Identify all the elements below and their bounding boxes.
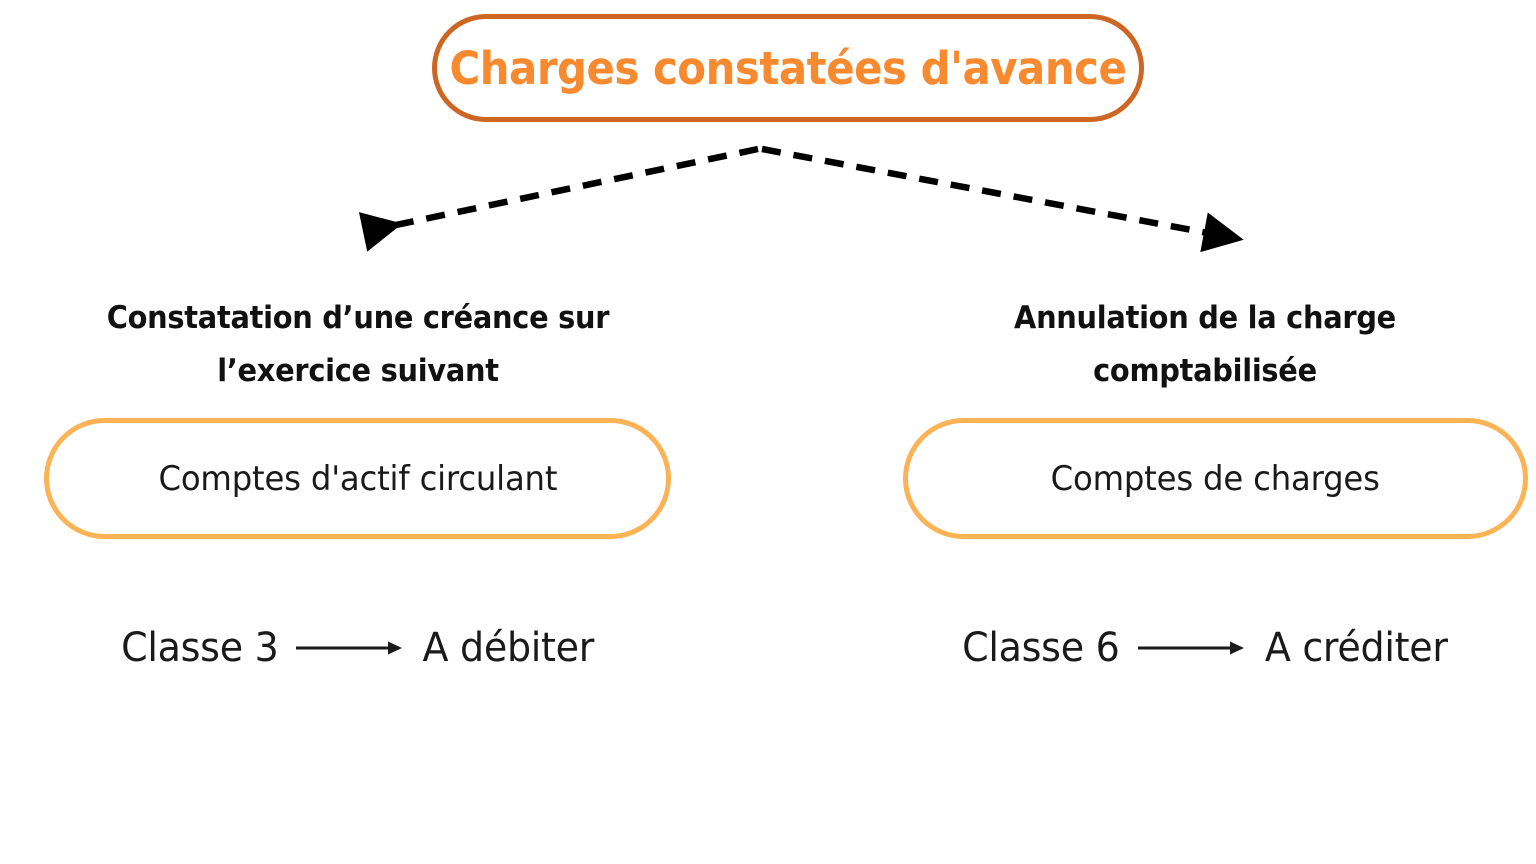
account-pill-right-label: Comptes de charges <box>1050 458 1381 499</box>
account-pill-left-label: Comptes d'actif circulant <box>158 458 557 499</box>
page-title: Charges constatées d'avance <box>449 41 1127 95</box>
rule-arrow-left-icon <box>296 641 403 655</box>
rule-arrow-right-icon <box>1137 641 1244 655</box>
class-rule-right: Classe 6 A créditer <box>890 608 1520 688</box>
class-label-left: Classe 3 <box>121 625 279 671</box>
operation-label-left: A débiter <box>423 625 595 671</box>
class-rule-left: Classe 3 A débiter <box>28 608 688 688</box>
connector-right <box>761 145 1244 253</box>
account-pill-right: Comptes de charges <box>903 418 1528 539</box>
account-pill-left: Comptes d'actif circulant <box>44 418 671 539</box>
title-pill: Charges constatées d'avance <box>432 14 1144 122</box>
connector-left <box>358 145 759 252</box>
class-label-right: Classe 6 <box>962 625 1120 671</box>
branch-heading-left: Constatation d’une créance sur l’exercic… <box>106 300 610 389</box>
operation-label-right: A créditer <box>1264 625 1448 671</box>
branch-heading-right: Annulation de la charge comptabilisée <box>1014 300 1396 389</box>
